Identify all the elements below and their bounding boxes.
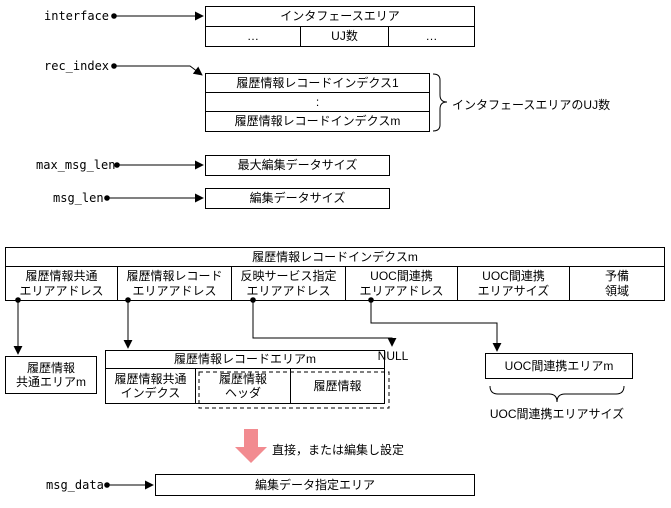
interface-label: interface [44,9,110,23]
msg-data-box: 編集データ指定エリア [155,474,475,496]
index-col-common-area-address: 履歴情報共通 エリアアドレス [5,266,118,301]
null-connector [250,297,397,347]
cell-text: エリアアドレス [132,283,217,298]
rec-index-row-2: : [205,92,430,112]
rec-index-connector [111,63,203,76]
rec-index-row-3: 履歴情報レコードインデクスm [205,111,430,132]
cell-text: 履歴情報 [26,360,75,375]
index-col-record-area-address: 履歴情報レコード エリアアドレス [117,266,232,301]
interface-area-cell-left: … [205,26,301,47]
interface-area-cell-uj-count: UJ数 [300,26,389,47]
cell-text: 履歴情報共通 [25,269,98,284]
uoc-size-brace-label: UOC間連携エリアサイズ [489,407,625,421]
null-label: NULL [377,349,409,363]
cell-text: 共通エリアm [16,375,86,389]
record-area-connector [123,297,133,349]
msg-data-label: msg_data [46,478,104,492]
rec-index-row-1: 履歴情報レコードインデクス1 [205,73,430,93]
msg-len-label: msg_len [53,191,104,205]
cell-text: UOC間連携 [370,269,433,284]
uoc-area-connector [368,297,502,352]
common-area-box: 履歴情報 共通エリアm [5,356,97,394]
cell-text: エリアアドレス [246,283,331,298]
record-area-header: 履歴情報レコードエリアm [105,350,385,369]
interface-area-title-box: インタフェースエリア [205,6,475,27]
max-msg-size-box: 最大編集データサイズ [205,155,390,176]
cell-text: 反映サービス指定 [240,269,337,284]
index-table-header: 履歴情報レコードインデクスm [5,247,665,267]
set-note-label: 直接，または編集し設定 [272,443,405,457]
cell-text: 予備 [604,269,629,284]
index-col-uoc-link-address: UOC間連携 エリアアドレス [345,266,458,301]
msg-size-box: 編集データサイズ [205,188,390,209]
cell-text: ヘッダ [224,386,261,400]
record-cell-history-info: 履歴情報 [290,368,385,404]
index-col-reserved: 予備 領域 [569,266,665,301]
common-area-connector [13,297,23,355]
cell-text: 履歴情報共通 [114,371,187,386]
cell-text: エリアアドレス [19,283,104,298]
uoc-area-box: UOC間連携エリアm [485,353,633,379]
msg-data-connector [104,480,154,490]
index-col-reflect-service-address: 反映サービス指定 エリアアドレス [231,266,346,301]
cell-text: インデクス [120,386,181,400]
cell-text: 履歴情報レコード [126,269,223,284]
rec-index-label: rec_index [44,59,110,73]
cell-text: エリアアドレス [359,283,444,298]
record-cell-history-header: 履歴情報 ヘッダ [195,368,291,404]
max-msg-len-connector [114,160,204,170]
interface-connector [111,11,204,21]
max-msg-len-label: max_msg_len [36,158,116,172]
set-direct-arrow [235,429,267,463]
record-cell-common-index: 履歴情報共通 インデクス [105,368,196,404]
index-col-uoc-link-size: UOC間連携 エリアサイズ [457,266,570,301]
cell-text: UOC間連携 [482,269,545,284]
msg-len-connector [104,193,204,203]
uj-count-brace-label: インタフェースエリアのUJ数 [452,98,611,112]
uj-count-brace [432,73,448,132]
cell-text: エリアサイズ [477,283,550,298]
interface-area-cell-right: … [388,26,475,47]
uoc-size-brace [489,385,625,403]
cell-text: 領域 [604,283,629,298]
cell-text: 履歴情報 [218,371,267,386]
